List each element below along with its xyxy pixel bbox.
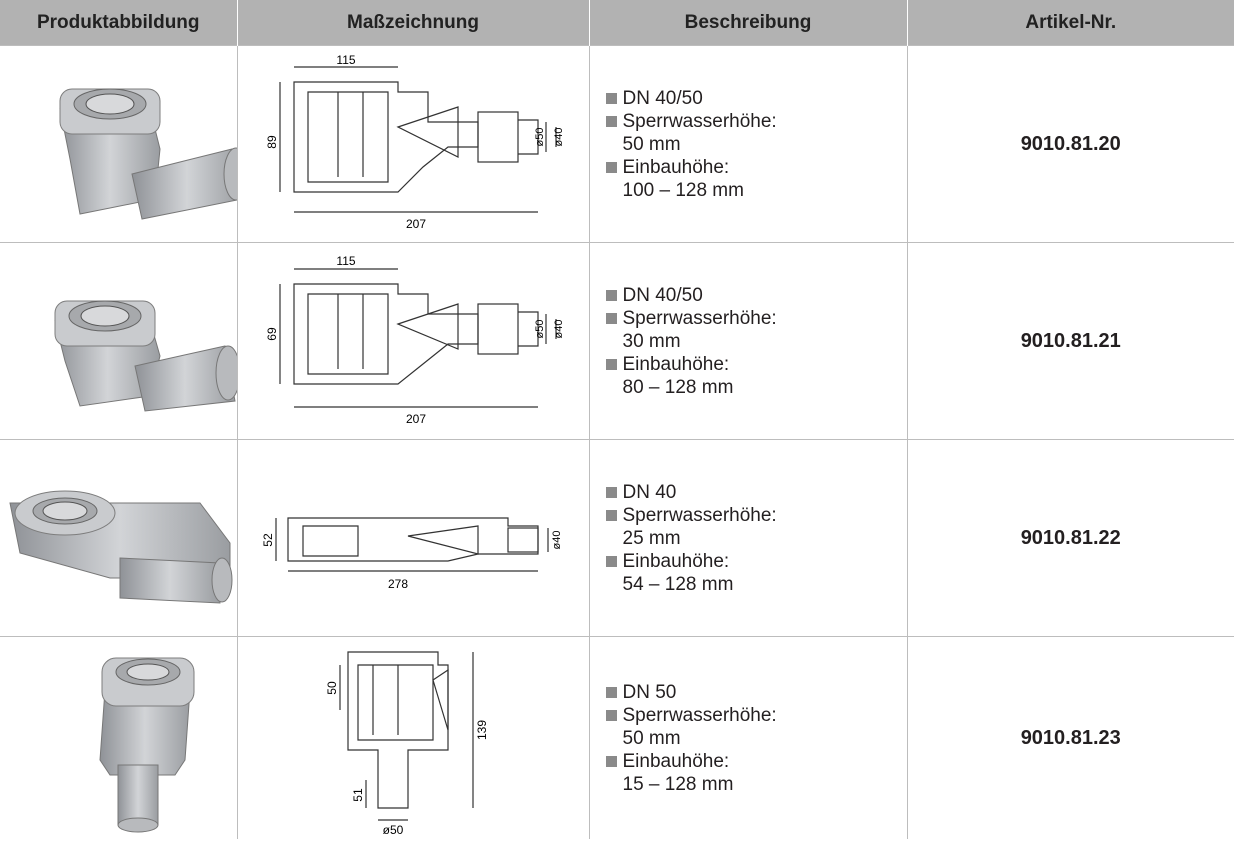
dimension-drawing: 115 207 69 ø50 ø40 (265, 254, 565, 426)
header-image: Produktabbildung (0, 0, 238, 46)
header-row: Produktabbildung Maßzeichnung Beschreibu… (0, 0, 1234, 46)
dim-d1: ø50 (534, 319, 546, 338)
list-item: Einbauhöhe: (605, 550, 907, 573)
dim-d2: ø40 (553, 319, 565, 338)
drawing-cell: 50 51 139 ø50 (236, 636, 590, 839)
article-number: 9010.81.22 (906, 439, 1234, 637)
square-bullet-icon (605, 289, 617, 301)
drawing-cell: 115 207 89 ø50 ø40 (236, 45, 590, 243)
install-label: Einbauhöhe: (622, 750, 730, 772)
dn-value: DN 40/50 (622, 87, 703, 109)
dim-d2: ø40 (551, 530, 563, 549)
install-value: 54 – 128 mm (622, 573, 734, 595)
drawing-cell: 115 207 69 ø50 ø40 (236, 242, 590, 440)
product-image-cell (0, 45, 238, 243)
list-item: Sperrwasserhöhe: (605, 307, 907, 330)
header-drawing: Maßzeichnung (237, 0, 590, 46)
install-label: Einbauhöhe: (622, 550, 730, 572)
square-bullet-icon (605, 555, 617, 567)
description-cell: DN 40 Sperrwasserhöhe: 25 mm Einbauhöhe:… (588, 439, 908, 637)
table-row: 50 51 139 ø50 DN 50 Sperrwasserhöhe: 50 … (0, 636, 1234, 839)
install-value: 100 – 128 mm (622, 179, 744, 201)
description-cell: DN 40/50 Sperrwasserhöhe: 50 mm Einbauhö… (588, 45, 908, 243)
product-image-flat-trap (9, 490, 233, 604)
dim-bottom: 207 (406, 217, 426, 231)
square-bullet-icon (605, 486, 617, 498)
header-description: Beschreibung (589, 0, 908, 46)
dn-value: DN 40/50 (622, 284, 703, 306)
seal-value: 50 mm (622, 133, 681, 155)
product-image-trap-horizontal-low (54, 300, 237, 412)
square-bullet-icon (605, 686, 617, 698)
table-row: 115 207 69 ø50 ø40 DN 40/50 Sperrwasserh… (0, 242, 1234, 440)
square-bullet-icon (605, 312, 617, 324)
dimension-drawing: 278 52 ø40 (261, 516, 563, 591)
list-item: Sperrwasserhöhe: (605, 704, 907, 727)
drawing-cell: 278 52 ø40 (236, 439, 590, 637)
list-item: Sperrwasserhöhe: (605, 110, 907, 133)
dn-value: DN 50 (622, 681, 677, 703)
dn-value: DN 40 (622, 481, 677, 503)
dim-height: 89 (265, 135, 279, 149)
install-label: Einbauhöhe: (622, 156, 730, 178)
description-cell: DN 50 Sperrwasserhöhe: 50 mm Einbauhöhe:… (588, 636, 908, 839)
seal-label: Sperrwasserhöhe: (622, 504, 777, 526)
list-item: Einbauhöhe: (605, 750, 907, 773)
table-row: 115 207 89 ø50 ø40 DN 40/50 Sperrwasserh… (0, 45, 1234, 243)
list-item: DN 40/50 (605, 284, 907, 307)
dimension-drawing: 115 207 89 ø50 ø40 (265, 53, 565, 231)
list-item: DN 50 (605, 681, 907, 704)
list-item: Einbauhöhe: (605, 353, 907, 376)
product-image-cell (0, 439, 238, 637)
seal-label: Sperrwasserhöhe: (622, 110, 777, 132)
square-bullet-icon (605, 755, 617, 767)
seal-value: 25 mm (622, 527, 681, 549)
dim-upper: 50 (325, 681, 339, 695)
dim-d2: ø40 (553, 127, 565, 146)
square-bullet-icon (605, 358, 617, 370)
table-row: 278 52 ø40 DN 40 Sperrwasserhöhe: 25 mm … (0, 439, 1234, 637)
dim-total: 139 (475, 720, 489, 740)
product-image-trap-horizontal (59, 88, 237, 220)
dim-bottom: 207 (406, 412, 426, 426)
dim-d1: ø50 (383, 823, 404, 836)
product-image-cell (0, 242, 238, 440)
install-value: 15 – 128 mm (622, 773, 734, 795)
dim-height: 52 (261, 533, 275, 547)
square-bullet-icon (605, 115, 617, 127)
square-bullet-icon (605, 92, 617, 104)
dim-top: 115 (336, 254, 355, 268)
article-number: 9010.81.20 (906, 45, 1234, 243)
article-number: 9010.81.21 (906, 242, 1234, 440)
square-bullet-icon (605, 709, 617, 721)
seal-value: 50 mm (622, 727, 681, 749)
seal-label: Sperrwasserhöhe: (622, 307, 777, 329)
seal-label: Sperrwasserhöhe: (622, 704, 777, 726)
list-item: DN 40 (605, 481, 907, 504)
list-item: Einbauhöhe: (605, 156, 907, 179)
seal-value: 30 mm (622, 330, 681, 352)
dim-d1: ø50 (534, 127, 546, 146)
install-label: Einbauhöhe: (622, 353, 730, 375)
dimension-drawing: 50 51 139 ø50 (325, 651, 489, 836)
dim-top: 115 (336, 53, 355, 67)
product-table: Produktabbildung Maßzeichnung Beschreibu… (0, 0, 1234, 839)
product-image-cell (0, 636, 238, 839)
article-number: 9010.81.23 (906, 636, 1234, 839)
install-value: 80 – 128 mm (622, 376, 734, 398)
dim-height: 69 (265, 327, 279, 341)
square-bullet-icon (605, 161, 617, 173)
header-article: Artikel-Nr. (907, 0, 1234, 46)
list-item: DN 40/50 (605, 87, 907, 110)
product-image-vertical-trap (99, 657, 195, 833)
dim-lower: 51 (351, 788, 365, 802)
square-bullet-icon (605, 509, 617, 521)
description-cell: DN 40/50 Sperrwasserhöhe: 30 mm Einbauhö… (588, 242, 908, 440)
dim-bottom: 278 (388, 577, 408, 591)
list-item: Sperrwasserhöhe: (605, 504, 907, 527)
